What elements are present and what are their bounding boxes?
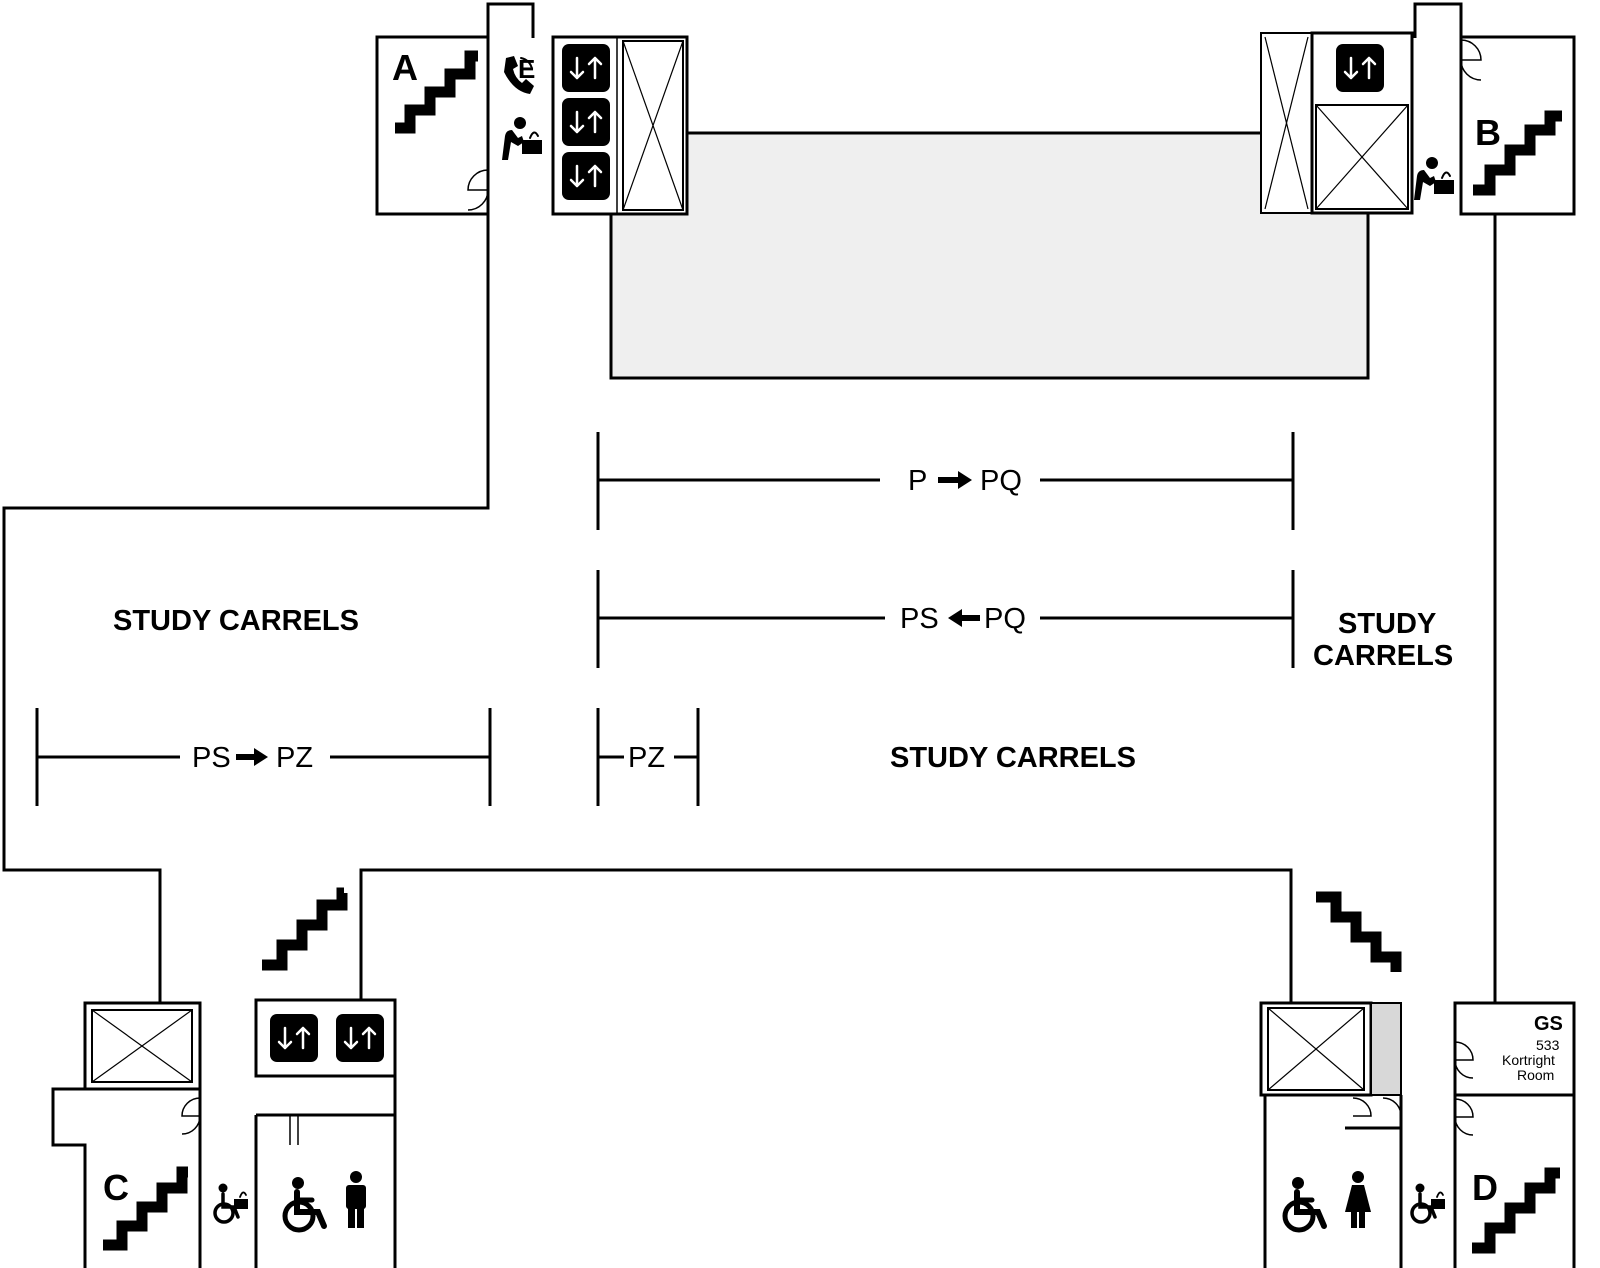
range-start: P: [908, 465, 927, 497]
elevator-icon: [334, 1012, 386, 1064]
e-label: E: [518, 54, 535, 84]
stairs-icon: [1473, 110, 1562, 196]
stair-d-label: D: [1472, 1167, 1498, 1208]
study-carrels-left: STUDY CARRELS: [113, 605, 359, 637]
stairs-icon: [262, 887, 348, 971]
range-ps-pz: PS PZ: [35, 708, 492, 806]
arrow-left-icon: [948, 609, 980, 627]
door-icon: [1460, 39, 1482, 61]
womens-restroom-icon: [1345, 1171, 1371, 1228]
range-start: PS: [192, 742, 231, 774]
elevator-icon: [560, 150, 612, 202]
drinking-fountain-icon: [501, 116, 543, 161]
stair-b-core: [1260, 31, 1576, 216]
accessible-icon: [1285, 1177, 1324, 1230]
range-end: PZ: [276, 742, 313, 774]
range-end: PQ: [980, 465, 1022, 497]
range-start: PS: [900, 603, 939, 635]
range-label: PZ: [628, 742, 665, 774]
range-end: PQ: [984, 603, 1026, 635]
stairs-icon: [1316, 891, 1402, 972]
range-pz: PZ: [596, 708, 700, 806]
study-carrels-center: STUDY CARRELS: [890, 742, 1136, 774]
accessible-drinking-fountain-icon: [1410, 1181, 1447, 1224]
gs-room-code: GS: [1534, 1013, 1563, 1035]
elevator-icon: [1334, 42, 1386, 94]
stair-c-label: C: [103, 1167, 129, 1208]
study-carrels-right-line1: STUDY: [1338, 608, 1436, 640]
stair-a-core: [375, 35, 689, 216]
stair-c-core: [51, 887, 397, 1268]
gs-room-number: 533: [1536, 1037, 1560, 1053]
door-icon: [1454, 1041, 1474, 1061]
arrow-right-icon: [938, 471, 972, 489]
stairs-icon: [103, 1166, 188, 1251]
elevator-icon: [560, 42, 612, 94]
accessible-icon: [285, 1177, 324, 1230]
stairs-icon: [395, 50, 478, 134]
accessible-drinking-fountain-icon: [213, 1181, 250, 1224]
gs-room-name-1: Kortright: [1502, 1052, 1555, 1068]
arrow-right-icon: [236, 748, 268, 766]
mens-restroom-icon: [346, 1171, 366, 1228]
stairs-icon: [1472, 1167, 1560, 1254]
stair-a-label: A: [392, 47, 418, 88]
gs-room-name-2: Room: [1517, 1067, 1554, 1083]
door-icon: [181, 1097, 201, 1117]
study-carrels-right-line2: CARRELS: [1313, 640, 1453, 672]
door-icon: [467, 169, 489, 191]
elevator-icon: [268, 1012, 320, 1064]
stair-b-label: B: [1475, 112, 1501, 153]
range-ps-pq: PS PQ: [596, 570, 1295, 668]
atrium: [609, 131, 1370, 380]
stair-d-core: [1259, 891, 1576, 1268]
range-p-pq: P PQ: [596, 432, 1295, 530]
drinking-fountain-icon: [1413, 156, 1455, 201]
elevator-icon: [560, 96, 612, 148]
